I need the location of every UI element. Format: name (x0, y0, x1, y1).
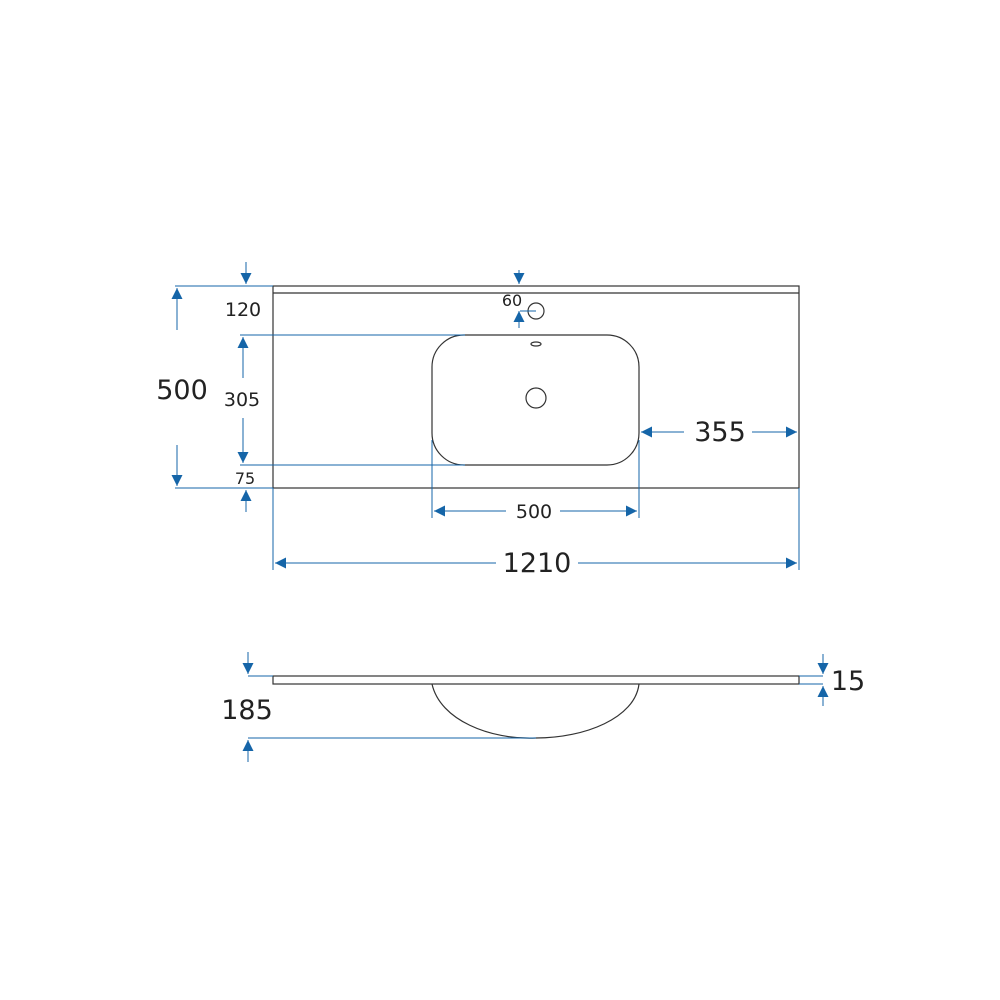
dimension-overall-depth: 500 (156, 288, 208, 486)
label-overall-depth: 500 (156, 375, 208, 406)
drain-hole (525, 387, 547, 409)
label-bowl-width: 500 (516, 501, 552, 523)
side-view: 185 15 (221, 652, 865, 762)
dimension-backsplash-depth: 120 (225, 262, 261, 321)
dimension-bowl-depth: 305 (224, 337, 260, 463)
label-total-height: 185 (221, 695, 273, 726)
label-backsplash-depth: 120 (225, 299, 261, 321)
extension-lines (175, 285, 800, 570)
side-extension-lines (248, 675, 823, 739)
dimension-front-margin: 75 (235, 469, 255, 512)
basin-outline (431, 334, 640, 466)
countertop-outline (272, 285, 800, 489)
label-right-offset: 355 (694, 417, 746, 448)
dimension-bowl-width: 500 (434, 501, 637, 523)
overflow-hole (530, 341, 542, 347)
label-overall-width: 1210 (503, 548, 572, 579)
dimension-right-offset: 355 (641, 417, 797, 448)
dimension-tap-hole: 60 (502, 270, 525, 328)
label-bowl-depth: 305 (224, 389, 260, 411)
slab-outline (272, 675, 800, 685)
label-slab-thickness: 15 (831, 666, 865, 697)
label-tap-hole: 60 (502, 291, 522, 310)
dimension-total-height: 185 (221, 652, 273, 762)
dimension-slab-thickness: 15 (817, 654, 865, 706)
label-front-margin: 75 (235, 469, 255, 488)
top-view: 500 120 305 75 60 355 (156, 262, 800, 579)
basin-profile (431, 683, 640, 739)
dimension-overall-width: 1210 (275, 548, 797, 579)
